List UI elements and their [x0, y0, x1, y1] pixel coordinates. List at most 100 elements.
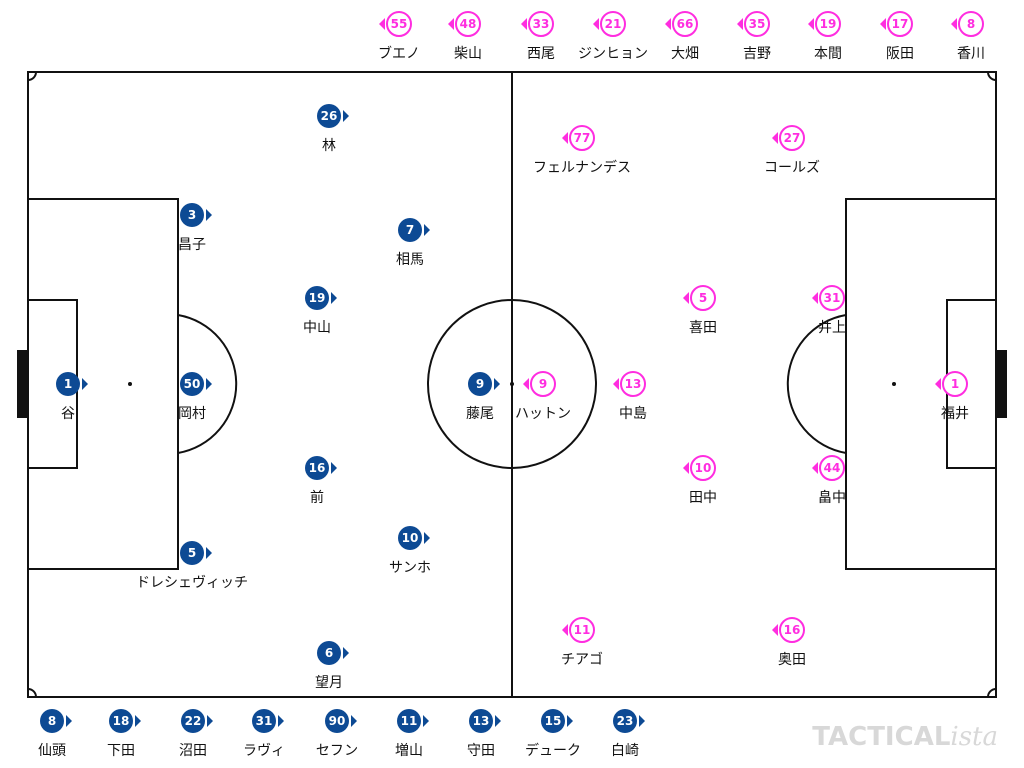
player-number: 77 — [574, 131, 591, 145]
player-number: 50 — [184, 377, 201, 391]
player-name: コールズ — [764, 160, 820, 176]
player-number: 55 — [391, 17, 408, 31]
corner-arc-tl — [27, 71, 37, 81]
jersey-disc — [56, 372, 80, 396]
home-player-token[interactable]: 6望月 — [315, 641, 349, 691]
facing-left-arrow-icon — [951, 18, 957, 30]
left-goal — [17, 350, 28, 418]
jersey-disc — [397, 709, 421, 733]
player-number: 8 — [967, 17, 975, 31]
home-player-token[interactable]: 16前 — [305, 456, 337, 506]
facing-left-arrow-icon — [593, 18, 599, 30]
player-name: 中島 — [619, 406, 647, 422]
player-number: 19 — [820, 17, 837, 31]
facing-right-arrow-icon — [206, 378, 212, 390]
facing-left-arrow-icon — [683, 462, 689, 474]
jersey-disc — [620, 371, 646, 397]
facing-right-arrow-icon — [135, 715, 141, 727]
away-player-token[interactable]: 1福井 — [935, 371, 969, 422]
facing-right-arrow-icon — [495, 715, 501, 727]
player-number: 1 — [951, 377, 959, 391]
jersey-disc — [530, 371, 556, 397]
facing-right-arrow-icon — [639, 715, 645, 727]
facing-right-arrow-icon — [343, 110, 349, 122]
player-number: 5 — [699, 291, 707, 305]
jersey-disc — [109, 709, 133, 733]
facing-right-arrow-icon — [494, 378, 500, 390]
jersey-disc — [815, 11, 841, 37]
facing-right-arrow-icon — [567, 715, 573, 727]
jersey-disc — [305, 286, 329, 310]
away-player-token[interactable]: 8 香川 — [951, 11, 985, 62]
jersey-disc — [325, 709, 349, 733]
home-player-token[interactable]: 9藤尾 — [466, 372, 500, 422]
player-number: 22 — [185, 714, 202, 728]
player-name: 井上 — [818, 320, 846, 336]
player-name: 仙頭 — [38, 743, 66, 759]
jersey-disc — [541, 709, 565, 733]
player-number: 33 — [533, 17, 550, 31]
jersey-disc — [819, 455, 845, 481]
facing-right-arrow-icon — [66, 715, 72, 727]
jersey-disc — [317, 104, 341, 128]
home-player-token[interactable]: 1谷 — [56, 372, 88, 422]
jersey-disc — [887, 11, 913, 37]
jersey-disc — [398, 218, 422, 242]
facing-left-arrow-icon — [521, 18, 527, 30]
player-number: 8 — [48, 714, 56, 728]
player-name: 奥田 — [778, 651, 806, 668]
home-player-token[interactable]: 7相馬 — [396, 218, 430, 268]
player-number: 66 — [677, 17, 694, 31]
player-name: 香川 — [957, 46, 985, 62]
player-number: 35 — [749, 17, 766, 31]
facing-right-arrow-icon — [206, 209, 212, 221]
left-penalty-spot — [128, 382, 132, 386]
jersey-disc — [469, 709, 493, 733]
facing-right-arrow-icon — [423, 715, 429, 727]
player-number: 10 — [695, 461, 712, 475]
player-number: 13 — [473, 714, 490, 728]
player-number: 15 — [545, 714, 562, 728]
facing-right-arrow-icon — [424, 224, 430, 236]
jersey-disc — [468, 372, 492, 396]
player-number: 6 — [325, 646, 333, 660]
player-number: 3 — [188, 208, 196, 222]
home-player-token[interactable]: 8 仙頭 — [38, 709, 72, 759]
home-player-token[interactable]: 3昌子 — [178, 203, 212, 253]
jersey-disc — [455, 11, 481, 37]
jersey-disc — [305, 456, 329, 480]
away-player-token[interactable]: 5喜田 — [683, 285, 717, 336]
player-name: 白崎 — [611, 743, 639, 759]
jersey-disc — [40, 709, 64, 733]
home-player-token[interactable]: 26林 — [317, 104, 349, 154]
